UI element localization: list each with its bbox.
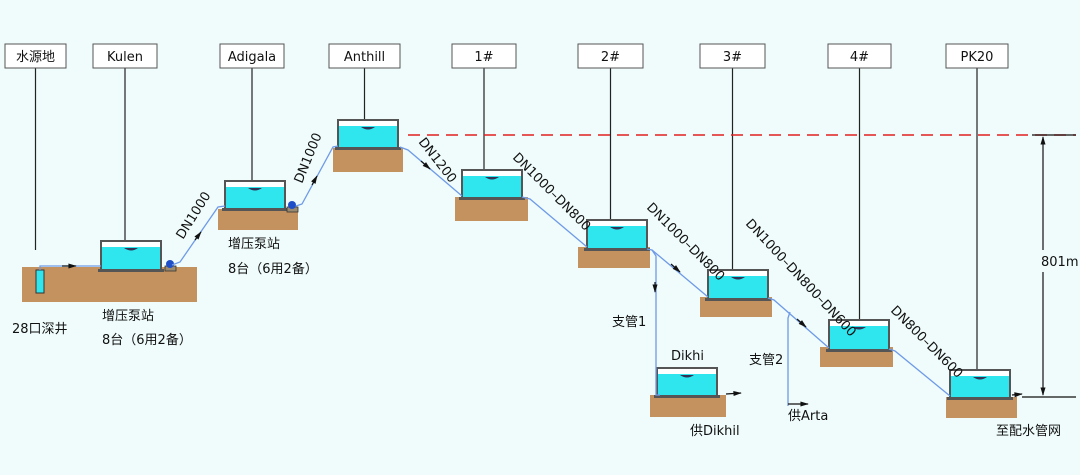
flow-arrow-icon <box>194 231 202 241</box>
station-label-box <box>577 43 644 69</box>
branch-2-label: 支管2 <box>749 353 783 368</box>
station-label-2: Adigala <box>219 43 285 181</box>
pipe-branch-2 <box>787 311 791 406</box>
supply-arta-label: 供Arta <box>788 409 828 424</box>
notes: 28口深井 增压泵站 8台（6用2备） 增压泵站 8台（6用2备） 支管1 支管… <box>12 237 1061 439</box>
pipe-label: DN1000 <box>174 189 215 242</box>
flow-arrows <box>62 160 1023 407</box>
pipe-well-to-kulen <box>39 265 101 270</box>
reservoir-tank-icon <box>826 319 892 352</box>
deep-well-icon <box>35 269 45 294</box>
flow-arrow-icon <box>725 390 742 397</box>
branch-1-label: 支管1 <box>612 315 646 330</box>
reservoir-tank-icon <box>654 367 720 398</box>
wells-label: 28口深井 <box>12 322 68 337</box>
ground-platform <box>22 267 197 302</box>
pipe-label: DN1000 <box>292 131 326 186</box>
pipe-branch-1 <box>651 249 660 396</box>
station-label-7: 4# <box>827 43 892 320</box>
station-label-8: PK20 <box>945 43 1009 370</box>
station-label-5: 2# <box>577 43 644 220</box>
station-name: 1# <box>474 50 493 65</box>
ground-platform <box>700 297 772 317</box>
station-name: 3# <box>723 50 742 65</box>
pipe-label: DN800–DN600 <box>887 303 965 381</box>
reservoir-tank-icon <box>459 169 525 200</box>
pipe-adigala-to-anthill <box>295 145 339 207</box>
station-name: PK20 <box>961 50 994 65</box>
reservoir-tank-icon <box>335 119 401 150</box>
station-name: 4# <box>850 50 869 65</box>
station-label-box <box>451 43 517 69</box>
pump-icon <box>286 201 299 213</box>
pump-station-2-title: 增压泵站 <box>228 237 280 252</box>
to-network-label: 至配水管网 <box>996 424 1061 439</box>
station-label-0: 水源地 <box>4 43 67 250</box>
station-name: 2# <box>601 50 620 65</box>
station-name: Kulen <box>107 50 143 65</box>
reservoir-tank-icon <box>705 269 771 301</box>
ground-platform <box>650 395 726 417</box>
dikhi-tank-label: Dikhi <box>671 349 704 364</box>
flow-arrow-icon <box>670 263 681 273</box>
elevation-label: 801m <box>1041 255 1078 270</box>
reservoir-tank-icon <box>584 219 650 251</box>
station-label-6: 3# <box>699 43 766 270</box>
station-label-3: Anthill <box>328 43 401 120</box>
ground-platform <box>946 397 1017 418</box>
reservoir-tank-icon <box>98 240 164 272</box>
ground-platform <box>333 148 403 172</box>
ground-platform <box>578 247 650 268</box>
station-label-box <box>4 43 67 69</box>
reservoir-tank-icon <box>947 369 1013 400</box>
flow-arrow-icon <box>311 175 318 186</box>
station-label-box <box>827 43 892 69</box>
station-label-box <box>945 43 1009 69</box>
flow-arrow-icon <box>796 318 807 328</box>
station-name: 水源地 <box>16 50 55 65</box>
station-label-box <box>219 43 285 69</box>
station-label-4: 1# <box>451 43 517 170</box>
flow-arrow-icon <box>1011 392 1023 398</box>
station-label-1: Kulen <box>92 43 158 241</box>
supply-dikhil-label: 供Dikhil <box>690 424 740 439</box>
ground-platform <box>218 209 298 230</box>
pump-station-1-count: 8台（6用2备） <box>102 332 192 348</box>
station-name: Adigala <box>228 50 276 65</box>
reservoir-tank-icon <box>222 180 288 211</box>
pump-icon <box>164 260 177 272</box>
station-label-box <box>699 43 766 69</box>
station-label-box <box>92 43 158 69</box>
pipe-anthill-to-1 <box>399 146 463 197</box>
pipe-4-to-pk20 <box>888 348 951 397</box>
flow-arrow-icon <box>420 160 431 170</box>
pump-station-2-count: 8台（6用2备） <box>228 261 318 277</box>
station-label-box <box>328 43 401 69</box>
station-name: Anthill <box>344 50 385 65</box>
ground-platform <box>455 197 528 221</box>
pump-station-1-title: 增压泵站 <box>102 309 154 324</box>
pipe-1-to-2 <box>521 196 588 248</box>
pipe-3-to-4 <box>767 297 830 349</box>
